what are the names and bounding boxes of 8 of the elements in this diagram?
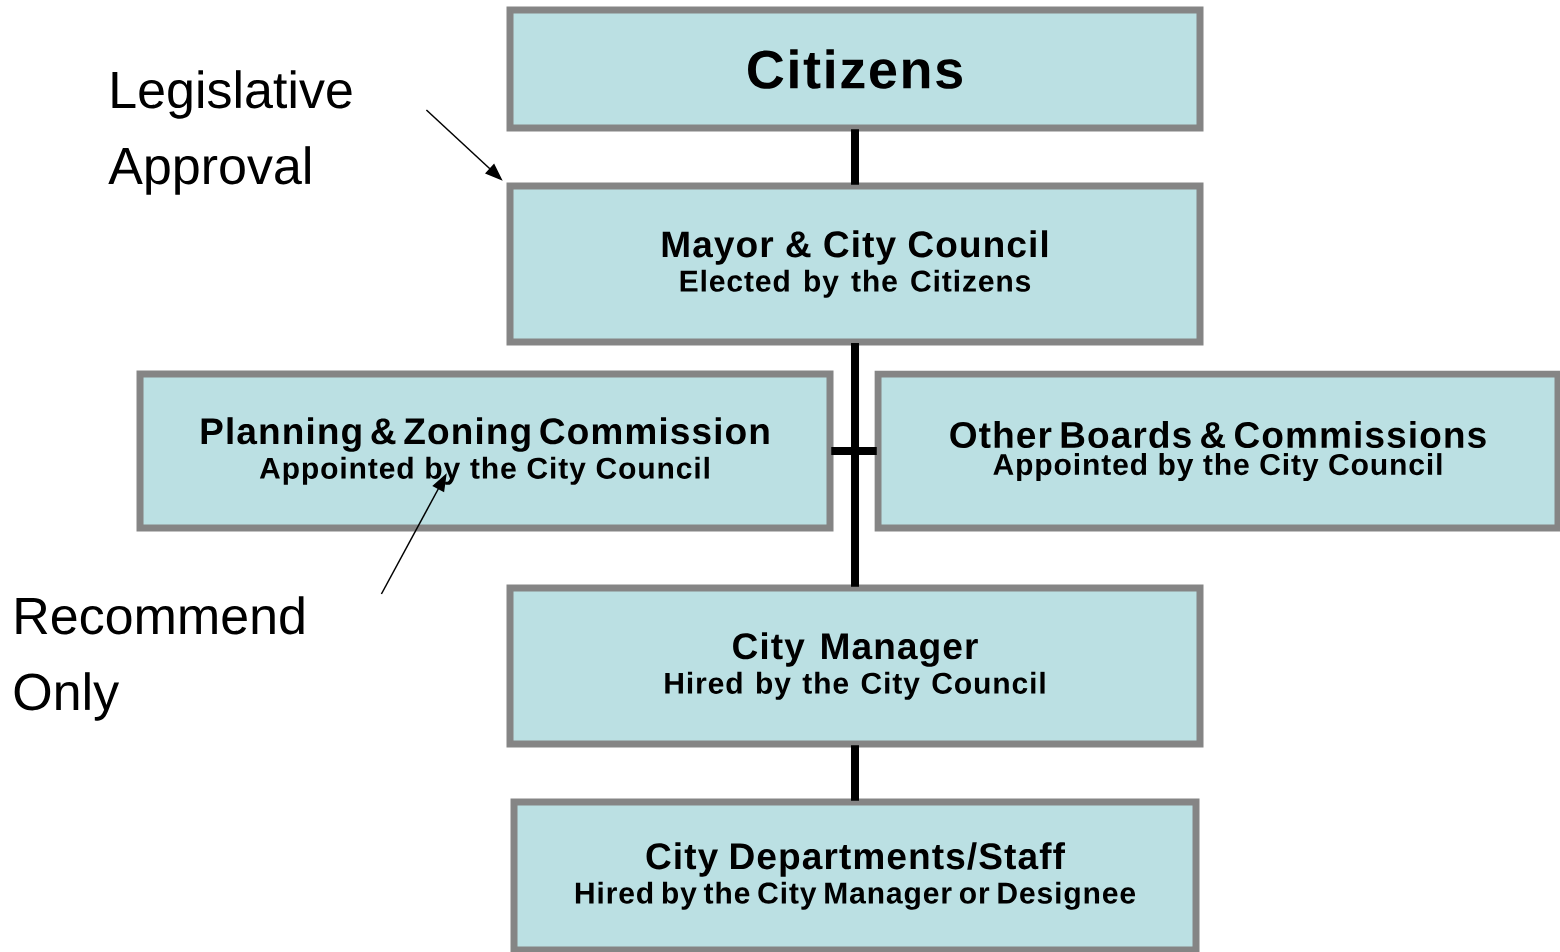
org-box: Citizens xyxy=(506,6,1204,132)
org-box: City Manager Hired by the City Council xyxy=(506,584,1204,748)
org-box: Mayor & City Council Elected by the Citizens xyxy=(506,182,1204,346)
callout-text: Legislative Approval xyxy=(108,70,352,195)
org-box: City Departments/Staff Hired by the City Manager or Designee xyxy=(510,798,1200,952)
callout-text: Recommend Only xyxy=(14,596,304,721)
org-box: Other Boards & Commissions Appointed by the City Council xyxy=(874,370,1560,532)
org-box: Planning & Zoning Commission Appointed by the City Council xyxy=(136,370,834,532)
